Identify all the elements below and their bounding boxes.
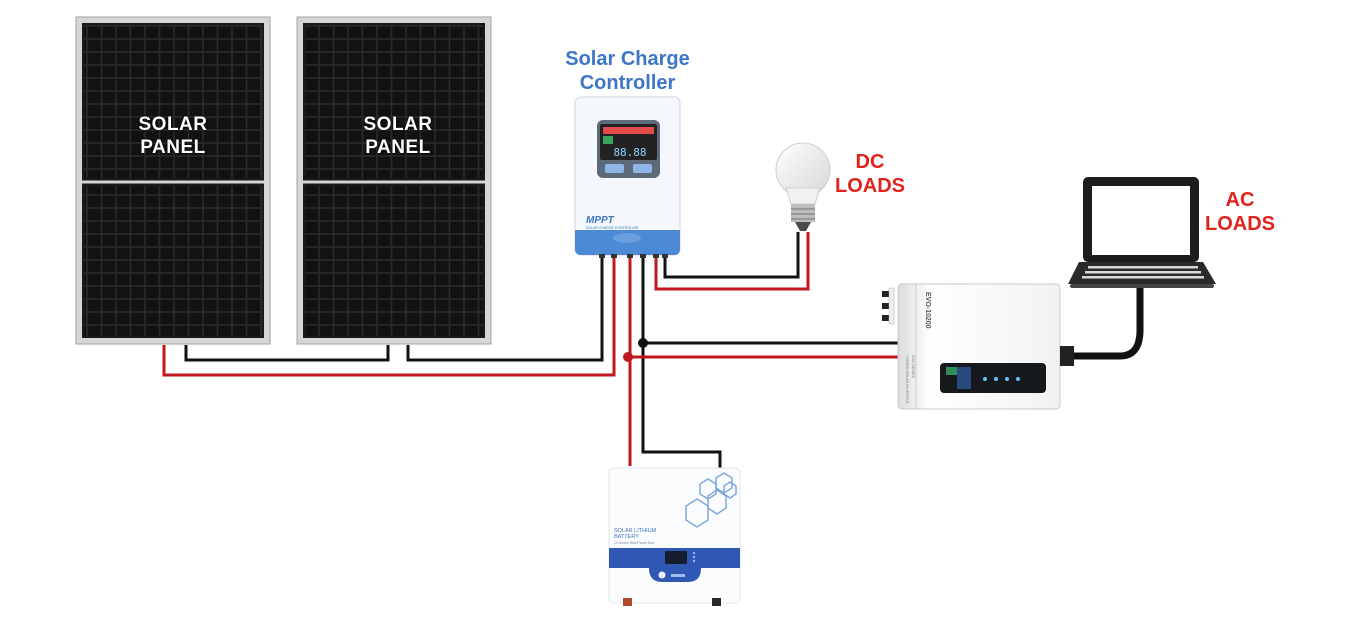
dc-loads-line1: DC [855,151,885,173]
dc-load-positive-wire [654,232,810,291]
positive-junction [623,352,633,362]
controller-title-line1: Solar Charge [565,48,690,70]
panel-1-label-line2: PANEL [140,136,206,158]
battery-label-1: SOLAR LITHIUM [614,528,657,534]
laptop-icon [1068,177,1216,288]
ac-loads-label: AC LOADS [1200,188,1280,236]
panel-2-label: SOLAR PANEL [348,114,448,160]
battery-label-3: 10 Series Wall Power Box [614,541,655,545]
dc-loads-line2: LOADS [835,175,905,197]
inverter-model: EVO-10200 [924,292,931,329]
controller-display-digits: 88.88 [613,146,646,159]
ac-cable [1068,283,1144,360]
array-positive-wire [162,254,616,377]
controller-brand: MPPT [586,215,615,226]
dc-loads-label: DC LOADS [830,150,910,198]
dc-load-negative-wire [663,232,800,279]
panel-2-label-line2: PANEL [365,136,431,158]
controller-subtitle: SOLAR CHARGE CONTROLLER [586,226,639,230]
ac-loads-line2: LOADS [1205,213,1275,235]
battery-negative-wire [641,254,722,470]
panel-2-label-line1: SOLAR [363,114,433,135]
charge-controller: 88.88 MPPT SOLAR CHARGE CONTROLLER [574,96,681,258]
inverter-subtitle: HYBRID SOLAR INVERTER [905,355,909,404]
controller-title-line2: Controller [579,72,676,94]
panel-1-label-line1: SOLAR [138,114,208,135]
negative-junction [638,338,648,348]
lithium-battery: SOLAR LITHIUM BATTERY 10 Series Wall Pow… [608,467,741,606]
solar-panel-1 [75,16,271,345]
solar-panel-2 [296,16,492,345]
battery-label-2: BATTERY [614,534,639,540]
inverter-series: EVO SERIES [911,355,915,378]
wiring [162,232,1144,470]
light-bulb-icon [775,142,831,231]
controller-title: Solar Charge Controller [555,47,700,95]
array-negative-wire [406,254,604,362]
panel-1-label: SOLAR PANEL [123,114,223,160]
hybrid-inverter: EVO-10200 EVO SERIES HYBRID SOLAR INVERT… [882,283,1074,410]
panel-negative-wire [184,345,390,362]
ac-loads-line1: AC [1225,189,1255,211]
